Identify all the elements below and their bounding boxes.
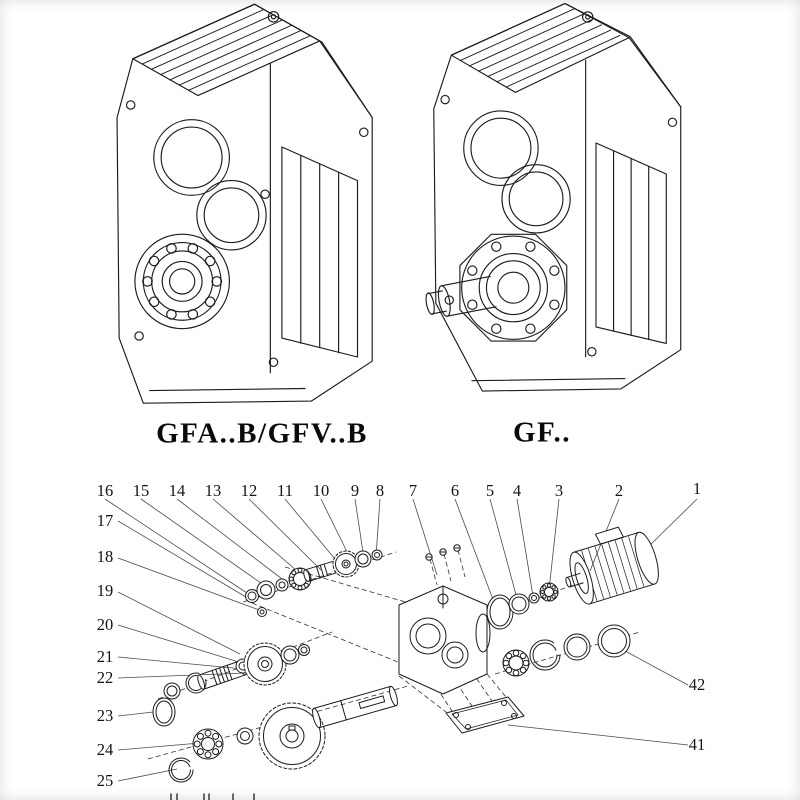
callout-20: 20 (96, 614, 114, 634)
callout-9: 9 (350, 480, 360, 500)
input-gear (332, 550, 360, 578)
output-shaft-bearing (192, 728, 224, 760)
model-label-gf: GF.. (512, 416, 572, 449)
callout-12: 12 (240, 480, 258, 500)
callout-15: 15 (132, 480, 150, 500)
cropped-callouts (170, 793, 255, 800)
callout-21: 21 (96, 646, 114, 666)
callout-4: 4 (512, 480, 522, 500)
corner-bolts (125, 100, 369, 368)
callout-6: 6 (450, 480, 460, 500)
output-gear-parts (152, 685, 398, 783)
motor-side-parts (486, 582, 559, 630)
gearbox-figure-gf (425, 2, 682, 392)
output-flange (459, 233, 568, 342)
lifting-eye-plug (581, 11, 594, 23)
motor-bearing (539, 582, 559, 602)
exploded-parts-diagram (104, 498, 698, 800)
housing-outline (433, 2, 682, 392)
callout-41: 41 (688, 734, 706, 754)
input-bosses (153, 119, 267, 251)
electric-motor (565, 526, 659, 605)
callout-14: 14 (168, 480, 186, 500)
cooling-fins (460, 8, 621, 88)
bottom-cover-plate (445, 696, 525, 734)
intermediate-gear (243, 642, 287, 686)
gearbox-figure-gfab (116, 3, 373, 404)
callout-1: 1 (692, 478, 702, 498)
callout-17: 17 (96, 510, 114, 530)
callout-19: 19 (96, 580, 114, 600)
callout-7: 7 (408, 480, 418, 500)
input-shaft-parts (245, 549, 383, 617)
callout-22: 22 (96, 667, 114, 687)
callout-25: 25 (96, 770, 114, 790)
side-cover-ribs (595, 142, 667, 345)
corner-bolts (440, 94, 678, 357)
cover-bolts (425, 544, 461, 561)
callout-18: 18 (96, 546, 114, 566)
output-gear (258, 702, 326, 770)
housing-outline (116, 3, 373, 404)
callout-3: 3 (554, 480, 564, 500)
callout-16: 16 (96, 480, 114, 500)
callout-10: 10 (312, 480, 330, 500)
intermediate-gear-parts (163, 642, 310, 700)
callout-23: 23 (96, 705, 114, 725)
side-cover-ribs (281, 146, 359, 358)
callout-11: 11 (277, 480, 293, 500)
output-shaft (312, 685, 398, 729)
callout-13: 13 (204, 480, 222, 500)
callout-8: 8 (375, 480, 385, 500)
output-bearing-face (134, 233, 230, 330)
output-shaft (425, 275, 497, 317)
callout-5: 5 (485, 480, 495, 500)
lifting-eye-plug (267, 10, 280, 23)
input-bosses (463, 110, 571, 234)
callout-24: 24 (96, 739, 114, 759)
gear-housing (398, 585, 491, 695)
model-label-gfab: GFA..B/GFV..B (156, 417, 368, 450)
cooling-fins (141, 8, 311, 91)
callout-42: 42 (688, 674, 706, 694)
output-side-rings (502, 624, 631, 677)
callout-2: 2 (614, 480, 624, 500)
output-bearing (502, 649, 530, 677)
